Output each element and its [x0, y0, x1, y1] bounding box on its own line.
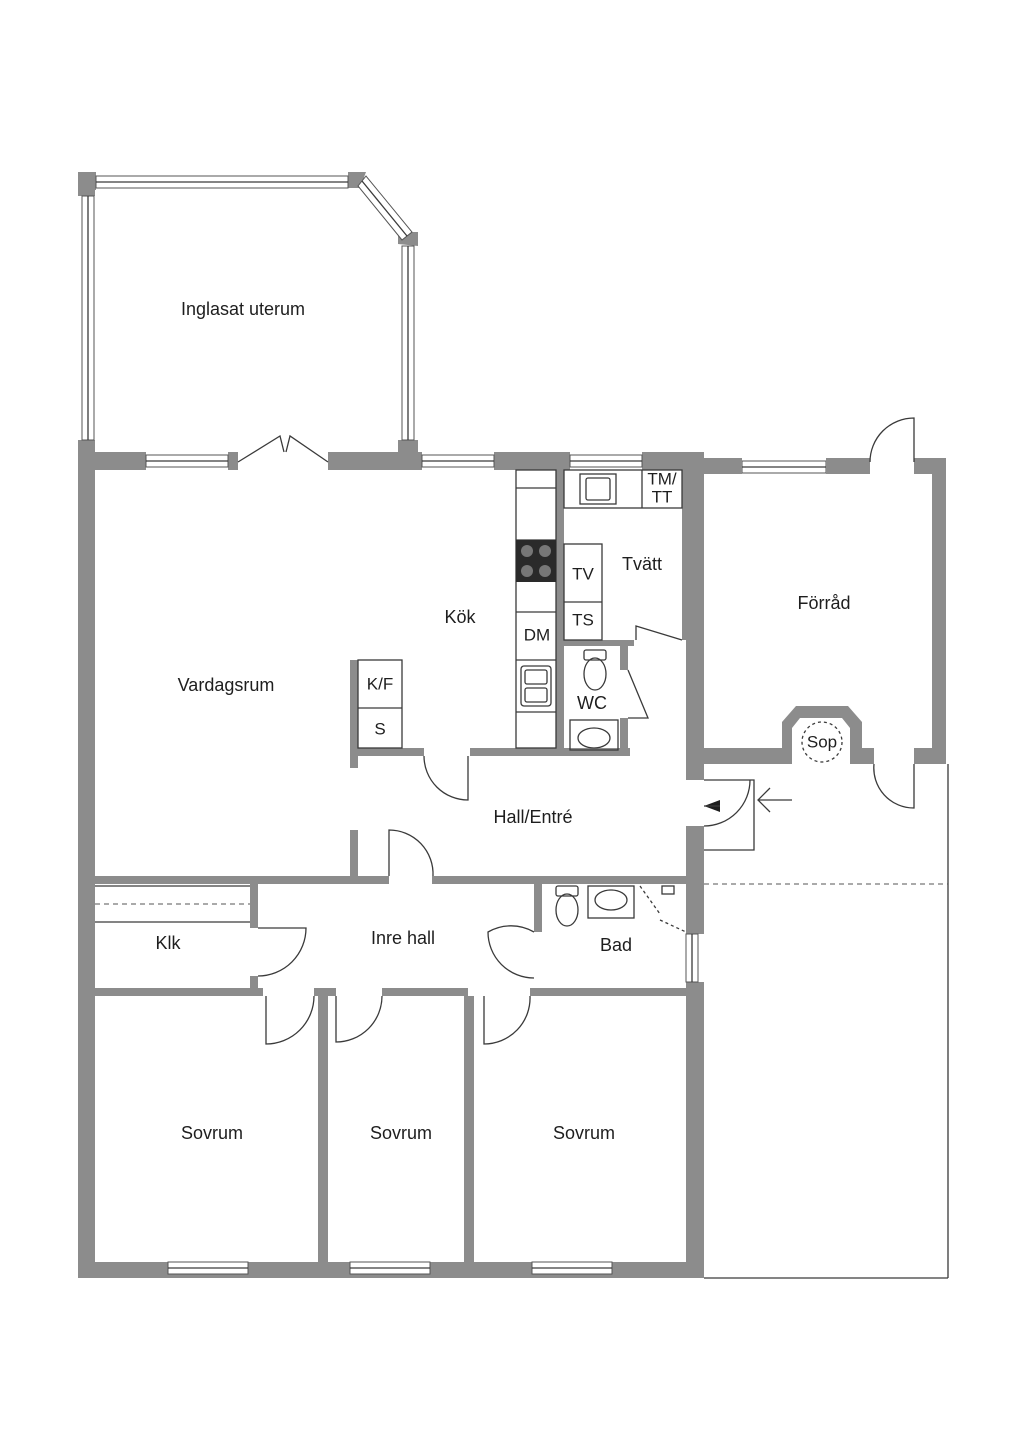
room-label-inre-hall: Inre hall [371, 928, 435, 948]
wc-fixtures [569, 649, 619, 751]
room-label-kok: Kök [444, 607, 476, 627]
room-label-bad: Bad [600, 935, 632, 955]
entrance [703, 779, 792, 851]
room-label-forrad: Förråd [797, 593, 850, 613]
room-label-uterum: Inglasat uterum [181, 299, 305, 319]
fixture-label-tv: TV [572, 564, 594, 583]
fixture-label-kf: K/F [367, 674, 393, 693]
uterum-walls [78, 172, 418, 454]
room-label-sovrum-2: Sovrum [370, 1123, 432, 1143]
outer-walls [78, 452, 704, 1278]
room-label-wc: WC [577, 693, 607, 713]
fixture-label-dm: DM [524, 625, 550, 644]
closet-shelf [95, 885, 250, 923]
room-label-sovrum-1: Sovrum [181, 1123, 243, 1143]
fixture-label-tt: TT [652, 487, 673, 506]
fixture-label-tm: TM/ [647, 469, 677, 488]
fixture-label-ts: TS [572, 610, 594, 629]
fixture-label-s: S [374, 719, 385, 738]
room-label-klk: Klk [155, 933, 181, 953]
kitchen-counter [357, 469, 557, 749]
windows [145, 454, 827, 1275]
fixture-label-sop: Sop [807, 732, 837, 751]
bath-fixtures [555, 885, 687, 933]
forrad-walls [704, 417, 946, 809]
outdoor-area [704, 764, 949, 1279]
doors [257, 625, 683, 1045]
laundry-fixtures [563, 469, 683, 641]
room-label-hall: Hall/Entré [493, 807, 572, 827]
room-label-tvatt: Tvätt [622, 554, 662, 574]
room-label-sovrum-3: Sovrum [553, 1123, 615, 1143]
room-label-vardagsrum: Vardagsrum [178, 675, 275, 695]
interior-walls [95, 470, 688, 1262]
uterum-double-door [237, 434, 329, 463]
